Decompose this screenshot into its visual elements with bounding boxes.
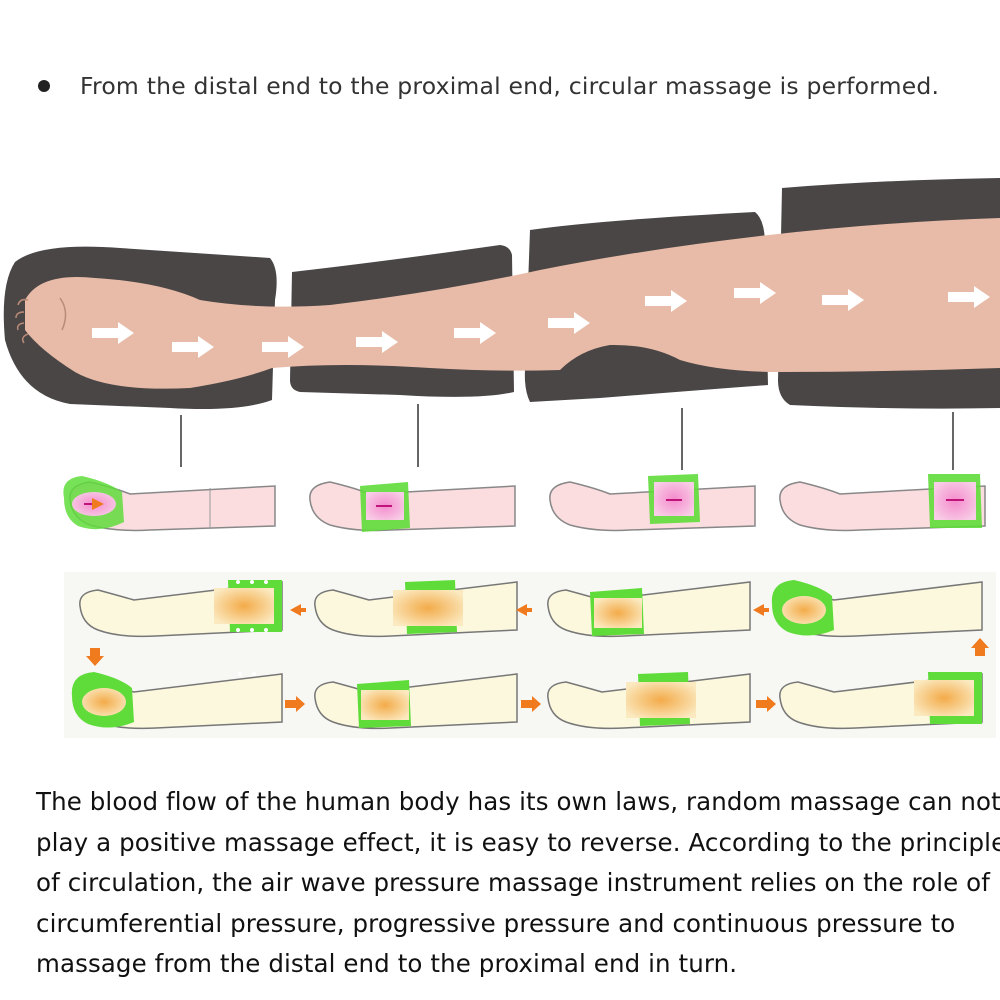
toes <box>15 297 67 344</box>
cycle-bottom-4 <box>779 672 983 730</box>
arrow-right-icon <box>285 696 305 712</box>
flow-arrow-icon <box>948 286 990 308</box>
description-line: massage from the distal end to the proxi… <box>36 949 738 978</box>
main-leg-illustration <box>3 178 1000 409</box>
arrow-left-icon <box>516 604 532 616</box>
flow-arrow-icon <box>822 289 864 311</box>
pink-stage-3 <box>549 474 756 532</box>
cycle-bottom-1 <box>71 672 283 730</box>
cycle-top-2 <box>314 580 518 638</box>
flow-arrow-icon <box>645 290 687 312</box>
description-line: of circulation, the air wave pressure ma… <box>36 868 990 897</box>
description-line: circumferential pressure, progressive pr… <box>36 908 956 938</box>
cycle-arrows <box>86 604 989 712</box>
description-line: play a positive massage effect, it is ea… <box>36 827 1000 857</box>
intro-text: From the distal end to the proximal end,… <box>80 72 940 100</box>
cycle-bottom-2 <box>314 673 518 730</box>
arrow-right-icon <box>521 696 541 712</box>
flow-arrows <box>92 282 990 358</box>
flow-arrow-icon <box>262 336 304 358</box>
pink-stage-2 <box>309 481 516 532</box>
flow-arrow-icon <box>454 322 496 344</box>
flow-arrow-icon <box>172 336 214 358</box>
cycle-bottom-3 <box>547 672 751 730</box>
description-paragraph: The blood flow of the human body has its… <box>36 782 1000 985</box>
pink-stage-4 <box>779 474 986 532</box>
flow-arrow-icon <box>356 331 398 353</box>
description-line: The blood flow of the human body has its… <box>36 787 1000 816</box>
intro-bullet: From the distal end to the proximal end,… <box>38 72 939 100</box>
chamber-dots <box>236 580 1000 676</box>
flow-arrow-icon <box>548 312 590 334</box>
arrow-up-icon <box>971 638 989 656</box>
flow-arrow-icon <box>734 282 776 304</box>
arrow-right-icon <box>756 696 776 712</box>
massage-diagram <box>3 178 1000 738</box>
cycle-top-3 <box>547 581 751 638</box>
bullet-icon <box>38 80 50 92</box>
arrow-down-icon <box>86 648 104 666</box>
connector-lines <box>180 404 954 470</box>
arrow-left-icon <box>753 604 769 616</box>
arrow-left-icon <box>290 604 306 616</box>
cycle-top-4 <box>771 580 983 638</box>
pink-stage-1 <box>63 476 276 532</box>
flow-arrow-icon <box>92 322 134 344</box>
cycle-top-1 <box>79 580 283 638</box>
